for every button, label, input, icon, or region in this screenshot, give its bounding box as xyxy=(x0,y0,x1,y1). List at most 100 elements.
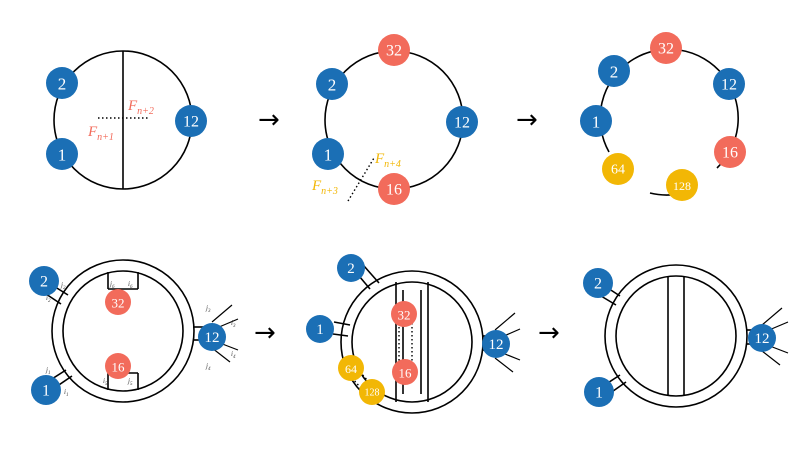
f-upper-label: Fn+4 xyxy=(374,151,401,170)
vertex-label-32: 32 xyxy=(386,43,402,60)
vertex-32 xyxy=(650,32,682,64)
panel-2: 32 2 1 12 16 Fn+4 Fn+3 xyxy=(311,34,478,205)
vertex-label-1: 1 xyxy=(316,322,324,338)
vertex-12 xyxy=(713,68,745,100)
outer-ring xyxy=(604,264,748,408)
vertex-2 xyxy=(316,68,348,100)
vertex-16 xyxy=(714,136,746,168)
f-upper-label: Fn+2 xyxy=(127,98,154,117)
vertex-label-12: 12 xyxy=(205,330,220,346)
vertex-1 xyxy=(584,377,614,407)
cut-line xyxy=(347,157,375,202)
vertex-label-16: 16 xyxy=(386,182,402,199)
vertex-label-12: 12 xyxy=(454,115,470,132)
vertex-32 xyxy=(378,34,410,66)
arrow-right-icon: → xyxy=(538,318,560,348)
leg xyxy=(494,312,516,331)
index-label: i1 xyxy=(64,388,68,398)
vertex-label-12: 12 xyxy=(183,114,199,131)
vertex-1 xyxy=(580,105,612,137)
vertex-label-2: 2 xyxy=(328,76,337,95)
arrow-right-icon: → xyxy=(254,318,276,348)
panel-1: 2 1 12 Fn+2 Fn+1 xyxy=(46,50,207,190)
index-label: i2 xyxy=(46,294,51,304)
panel-6: 2 1 12 xyxy=(583,264,789,408)
vertex-label-1: 1 xyxy=(324,146,333,165)
vertex-12 xyxy=(748,324,776,352)
stub-1 xyxy=(333,321,351,326)
vertex-2 xyxy=(583,268,613,298)
vertex-12 xyxy=(482,330,510,358)
index-label: i4 xyxy=(231,350,236,360)
index-label: i3 xyxy=(231,319,236,329)
vertex-2 xyxy=(598,55,630,87)
vertex-label-2: 2 xyxy=(347,261,355,277)
index-label: j3 xyxy=(205,304,211,314)
stub-1b xyxy=(332,333,349,337)
vertex-1 xyxy=(312,138,344,170)
vertex-2 xyxy=(46,67,78,99)
vertex-label-2: 2 xyxy=(40,274,48,291)
index-label: i5 xyxy=(103,377,108,387)
f-lower-label: Fn+1 xyxy=(87,124,114,143)
inner-ring xyxy=(62,270,184,392)
vertex-label-16: 16 xyxy=(112,360,126,375)
stub-2b xyxy=(363,265,380,284)
leg xyxy=(761,350,781,366)
outer-ring xyxy=(51,259,195,403)
vertex-64 xyxy=(602,153,634,185)
vertex-label-12: 12 xyxy=(489,337,504,353)
vertex-16 xyxy=(105,353,131,379)
index-label: j4 xyxy=(205,362,211,372)
vertex-label-128: 128 xyxy=(673,179,691,193)
vertex-32 xyxy=(105,289,131,315)
vertex-label-2: 2 xyxy=(610,63,619,82)
vertex-label-16: 16 xyxy=(399,366,413,381)
arrow-right-icon: → xyxy=(516,105,538,135)
index-label: j6 xyxy=(109,280,115,290)
vertex-label-2: 2 xyxy=(594,276,602,293)
vertex-label-1: 1 xyxy=(595,385,603,402)
panel-5: 2 1 12 32 16 64 128 xyxy=(306,254,521,414)
inner-ring xyxy=(351,281,473,403)
vertex-1 xyxy=(31,375,61,405)
vertex-label-1: 1 xyxy=(42,383,50,400)
vertex-64 xyxy=(338,355,364,381)
vertex-16 xyxy=(392,359,418,385)
vertex-label-64: 64 xyxy=(345,362,357,376)
leg xyxy=(211,304,233,323)
vertex-label-32: 32 xyxy=(398,308,411,323)
panel-4: 2 1 12 32 16 j2 i2 j1 i1 j3 i3 i4 j4 j6 … xyxy=(29,259,239,405)
index-label: i6 xyxy=(128,280,133,290)
arrow-right-icon: → xyxy=(258,105,280,135)
vertex-128 xyxy=(666,169,698,201)
vertex-1 xyxy=(46,138,78,170)
index-label: j1 xyxy=(45,366,50,376)
vertex-12 xyxy=(198,323,226,351)
leg xyxy=(761,307,783,326)
vertex-1 xyxy=(306,315,334,343)
vertex-label-12: 12 xyxy=(721,77,737,94)
index-label: j2 xyxy=(60,281,66,291)
vertex-2 xyxy=(29,266,59,296)
vertex-16 xyxy=(378,173,410,205)
vertex-label-12: 12 xyxy=(755,331,770,347)
vertex-2 xyxy=(337,254,365,282)
inner-ring xyxy=(615,275,737,397)
index-label: j5 xyxy=(127,377,133,387)
vertex-label-32: 32 xyxy=(112,296,125,311)
leg xyxy=(494,357,514,373)
vertex-label-64: 64 xyxy=(611,163,625,178)
vertex-label-128: 128 xyxy=(365,388,380,399)
f-lower-label: Fn+3 xyxy=(311,178,338,197)
vertex-label-16: 16 xyxy=(722,145,738,162)
panel-3: 32 2 1 12 16 64 128 xyxy=(580,32,746,201)
vertex-128 xyxy=(359,379,385,405)
vertex-12 xyxy=(175,105,207,137)
vertex-label-1: 1 xyxy=(592,113,601,132)
vertex-32 xyxy=(391,301,417,327)
vertex-label-2: 2 xyxy=(58,75,67,94)
vertex-label-32: 32 xyxy=(658,41,674,58)
vertex-12 xyxy=(446,106,478,138)
